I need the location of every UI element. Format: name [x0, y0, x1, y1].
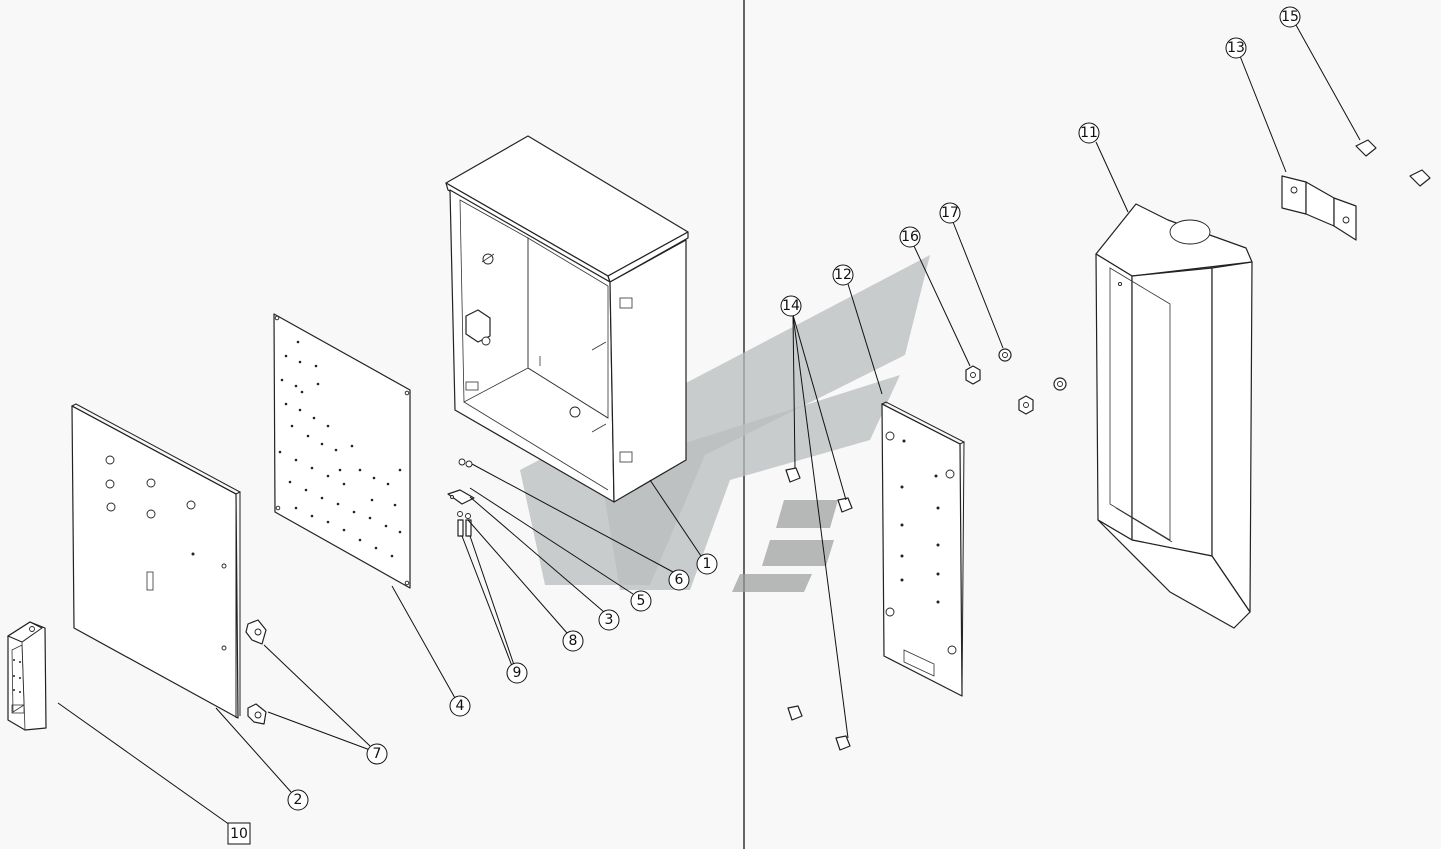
balloon-2: 2	[287, 789, 309, 811]
plate-hole-dot	[290, 424, 294, 428]
plate-hole-dot	[300, 390, 304, 394]
part-10-small-housing	[6, 621, 47, 731]
plate-hole-dot	[358, 468, 362, 472]
plate-hole-dot	[352, 510, 356, 514]
svg-text:10: 10	[230, 826, 248, 842]
plate-hole-dot	[386, 482, 390, 486]
plate-hole-dot	[384, 524, 388, 528]
plate-hole-dot	[314, 364, 318, 368]
plate-hole-dot	[342, 482, 346, 486]
plate-hole-dot	[390, 554, 394, 558]
plate-hole-dot	[326, 520, 330, 524]
balloon-10: 10	[227, 822, 251, 845]
balloon-16: 16	[899, 226, 921, 248]
part-15-screws	[1355, 139, 1431, 187]
part-14-screws	[785, 467, 853, 751]
plate-hole-dot	[350, 444, 354, 448]
plate-hole-dot	[304, 488, 308, 492]
part-13-bracket	[1281, 175, 1357, 241]
plate-hole-dot	[294, 458, 298, 462]
plate-hole-dot	[288, 480, 292, 484]
plate-hole-dot	[393, 503, 397, 507]
svg-text:8: 8	[569, 633, 578, 649]
svg-text:7: 7	[373, 746, 382, 762]
svg-text:11: 11	[1080, 125, 1098, 141]
plate-hole-dot	[358, 538, 362, 542]
leader-lines	[57, 24, 1361, 826]
balloon-7: 7	[366, 743, 388, 765]
part-7-clips	[245, 619, 267, 725]
plate-hole-dot	[370, 498, 374, 502]
part-1-enclosure-box	[445, 135, 689, 503]
balloon-12: 12	[832, 264, 854, 286]
balloon-4: 4	[449, 695, 471, 717]
svg-text:1: 1	[703, 556, 712, 572]
plate-hole-dot	[398, 468, 402, 472]
svg-text:2: 2	[294, 792, 303, 808]
svg-text:6: 6	[675, 572, 684, 588]
plate-hole-dot	[312, 416, 316, 420]
plate-hole-dot	[278, 450, 282, 454]
balloon-9: 9	[506, 662, 528, 684]
svg-text:15: 15	[1281, 9, 1299, 25]
small-hardware-group	[447, 458, 475, 537]
part-12-rail	[880, 401, 966, 697]
plate-hole-dot	[316, 382, 320, 386]
plate-hole-dot	[374, 546, 378, 550]
part-2-door-panel	[70, 403, 242, 719]
balloon-15: 15	[1279, 6, 1301, 28]
svg-text:9: 9	[513, 665, 522, 681]
svg-text:4: 4	[456, 698, 465, 714]
balloon-14: 14	[780, 295, 802, 317]
balloon-11: 11	[1078, 122, 1100, 144]
plate-hole-dot	[326, 474, 330, 478]
plate-hole-dot	[296, 340, 300, 344]
plate-hole-dot	[326, 424, 330, 428]
balloon-6: 6	[668, 569, 690, 591]
part-16-17-nuts-washers	[965, 348, 1067, 415]
plate-hole-dot	[284, 354, 288, 358]
svg-text:17: 17	[941, 205, 959, 221]
plate-hole-dot	[310, 466, 314, 470]
svg-text:13: 13	[1227, 40, 1245, 56]
plate-hole-dot	[334, 448, 338, 452]
plate-hole-dot	[368, 516, 372, 520]
svg-text:16: 16	[901, 229, 919, 245]
plate-hole-dot	[284, 402, 288, 406]
plate-hole-dot	[306, 434, 310, 438]
plate-hole-dot	[338, 468, 342, 472]
plate-hole-dot	[398, 530, 402, 534]
balloon-5: 5	[630, 590, 652, 612]
svg-text:14: 14	[782, 298, 800, 314]
plate-hole-dot	[320, 496, 324, 500]
balloon-13: 13	[1225, 37, 1247, 59]
plate-hole-dot	[336, 502, 340, 506]
plate-hole-dot	[294, 506, 298, 510]
svg-text:3: 3	[605, 612, 614, 628]
plate-hole-dot	[342, 528, 346, 532]
svg-text:5: 5	[637, 593, 646, 609]
plate-hole-dot	[294, 384, 298, 388]
part-4-mounting-plate	[273, 313, 411, 589]
plate-hole-dot	[310, 514, 314, 518]
balloon-3: 3	[598, 609, 620, 631]
balloon-8: 8	[562, 630, 584, 652]
svg-text:12: 12	[834, 267, 852, 283]
plate-hole-dot	[372, 476, 376, 480]
plate-hole-dot	[298, 408, 302, 412]
balloon-1: 1	[696, 553, 718, 575]
balloon-17: 17	[939, 202, 961, 224]
part-11-hood-cover	[1095, 203, 1253, 629]
plate-hole-dot	[320, 442, 324, 446]
plate-hole-dot	[298, 360, 302, 364]
plate-hole-dot	[280, 378, 284, 382]
